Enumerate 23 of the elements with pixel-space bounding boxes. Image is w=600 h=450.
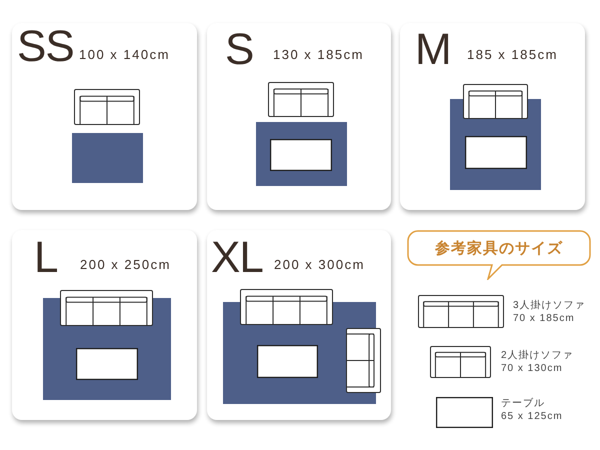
- size-letter: SS: [17, 25, 74, 69]
- size-letter: XL: [211, 236, 263, 280]
- rug-dimensions: 200 x 300cm: [274, 258, 365, 271]
- size-letter: S: [225, 28, 254, 72]
- rug-dimensions: 130 x 185cm: [273, 48, 364, 61]
- size-card: [207, 23, 391, 210]
- size-card: [12, 230, 197, 420]
- furniture-name: 2人掛けソファ: [501, 351, 574, 361]
- bubble-heading: 参考家具のサイズ: [435, 240, 563, 256]
- furniture-name: 3人掛けソファ: [513, 301, 586, 311]
- size-letter: L: [34, 236, 58, 280]
- size-letter: M: [415, 28, 451, 72]
- furniture-dimensions: 65 x 125cm: [501, 412, 563, 422]
- rug-dimensions: 200 x 250cm: [80, 258, 171, 271]
- speech-bubble: [407, 230, 591, 280]
- furniture-name: テーブル: [501, 399, 545, 409]
- size-card: [207, 230, 391, 420]
- size-card: [400, 23, 585, 210]
- furniture-dimensions: 70 x 130cm: [501, 364, 563, 374]
- size-card: [12, 23, 197, 210]
- rug-dimensions: 100 x 140cm: [79, 48, 170, 61]
- rug-dimensions: 185 x 185cm: [467, 48, 558, 61]
- furniture-dimensions: 70 x 185cm: [513, 314, 575, 324]
